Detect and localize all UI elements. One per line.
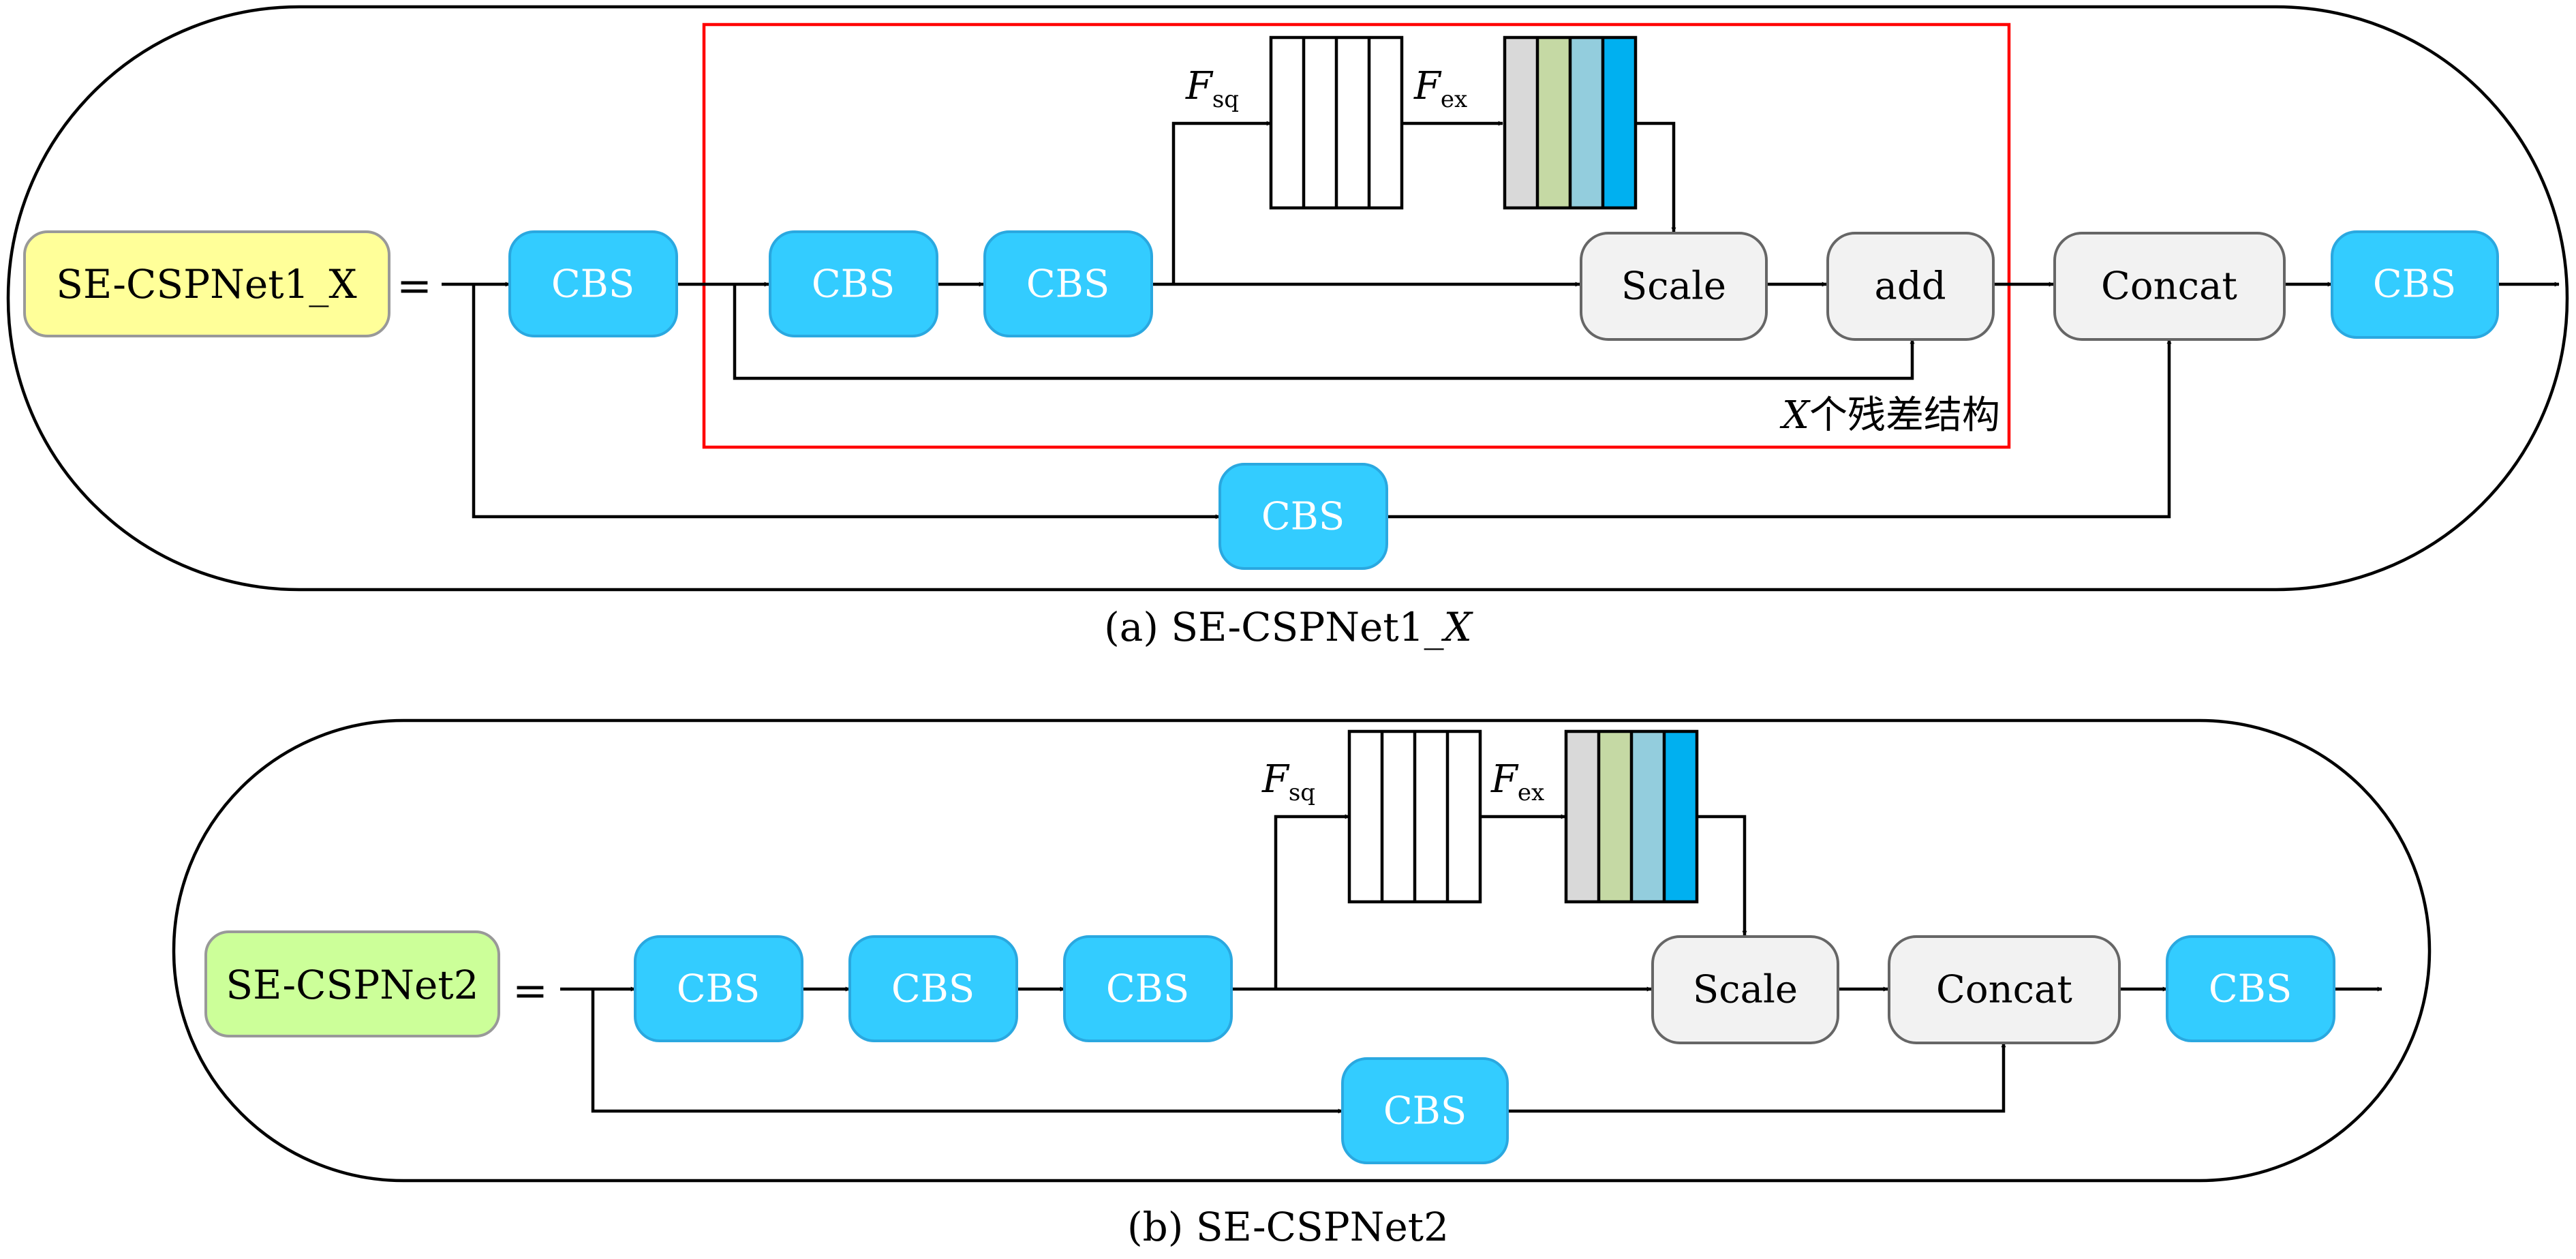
panel-a-frame xyxy=(6,5,2569,592)
squeeze-vector xyxy=(1269,35,1404,210)
cbs-label: CBS xyxy=(891,967,975,1012)
add-label: add xyxy=(1874,264,1946,309)
cbs-label: CBS xyxy=(1383,1089,1467,1134)
panel-b-frame xyxy=(172,718,2432,1183)
panel-a-caption: (a) SE-CSPNet1_X xyxy=(1104,604,1473,650)
scale-label: Scale xyxy=(1621,264,1726,309)
fex-label: Fex xyxy=(1490,757,1544,806)
fsq-label: Fsq xyxy=(1261,757,1315,806)
cbs-block: CBS xyxy=(1218,463,1388,570)
cbs-block: CBS xyxy=(769,230,938,337)
scale-label: Scale xyxy=(1693,968,1798,1012)
cbs-block: CBS xyxy=(983,230,1153,337)
cbs-block: CBS xyxy=(2166,935,2335,1042)
concat-block: Concat xyxy=(1888,935,2121,1044)
residual-structure-label: X个残差结构 xyxy=(1779,393,2000,438)
panel-a-equals: = xyxy=(397,261,432,311)
panel-b-caption: (b) SE-CSPNet2 xyxy=(1127,1204,1449,1250)
scale-block: Scale xyxy=(1651,935,1839,1044)
cbs-block: CBS xyxy=(1341,1057,1509,1164)
se-cspnet2-label: SE-CSPNet2 xyxy=(226,962,478,1008)
fex-label: Fex xyxy=(1413,64,1467,113)
se-cspnet1-label: SE-CSPNet1_X xyxy=(56,261,357,307)
panel-a-connections xyxy=(442,121,2560,519)
cbs-label: CBS xyxy=(1106,967,1189,1012)
se-cspnet2-label-box xyxy=(204,930,500,1037)
fsq-label: Fsq xyxy=(1185,64,1239,113)
add-block: add xyxy=(1826,232,1995,341)
cbs-label: CBS xyxy=(2373,262,2456,307)
residual-block-border xyxy=(702,22,2011,449)
se-cspnet1-label-box xyxy=(23,230,390,337)
concat-block: Concat xyxy=(2053,232,2286,341)
cbs-label: CBS xyxy=(677,967,760,1012)
panel-b: SE-CSPNet2 = CBS CBS CBS CBS CBS xyxy=(172,718,2432,1183)
cbs-block: CBS xyxy=(508,230,678,337)
squeeze-vector xyxy=(1347,729,1482,904)
excitation-vector xyxy=(1503,35,1638,210)
panel-b-connections xyxy=(560,814,2382,1114)
panel-a: SE-CSPNet1_X = CBS CBS CBS CBS CBS xyxy=(6,5,2569,592)
cbs-block: CBS xyxy=(848,935,1018,1042)
cbs-block: CBS xyxy=(2331,230,2499,339)
scale-block: Scale xyxy=(1580,232,1768,341)
cbs-block: CBS xyxy=(1063,935,1233,1042)
cbs-label: CBS xyxy=(551,262,634,307)
cbs-label: CBS xyxy=(2209,967,2292,1012)
cbs-block: CBS xyxy=(634,935,803,1042)
cbs-label: CBS xyxy=(1026,262,1109,307)
panel-b-equals: = xyxy=(512,966,548,1016)
excitation-vector xyxy=(1564,729,1699,904)
concat-label: Concat xyxy=(2101,264,2237,309)
cbs-label: CBS xyxy=(812,262,895,307)
cbs-label: CBS xyxy=(1261,495,1345,539)
concat-label: Concat xyxy=(1936,968,2072,1012)
